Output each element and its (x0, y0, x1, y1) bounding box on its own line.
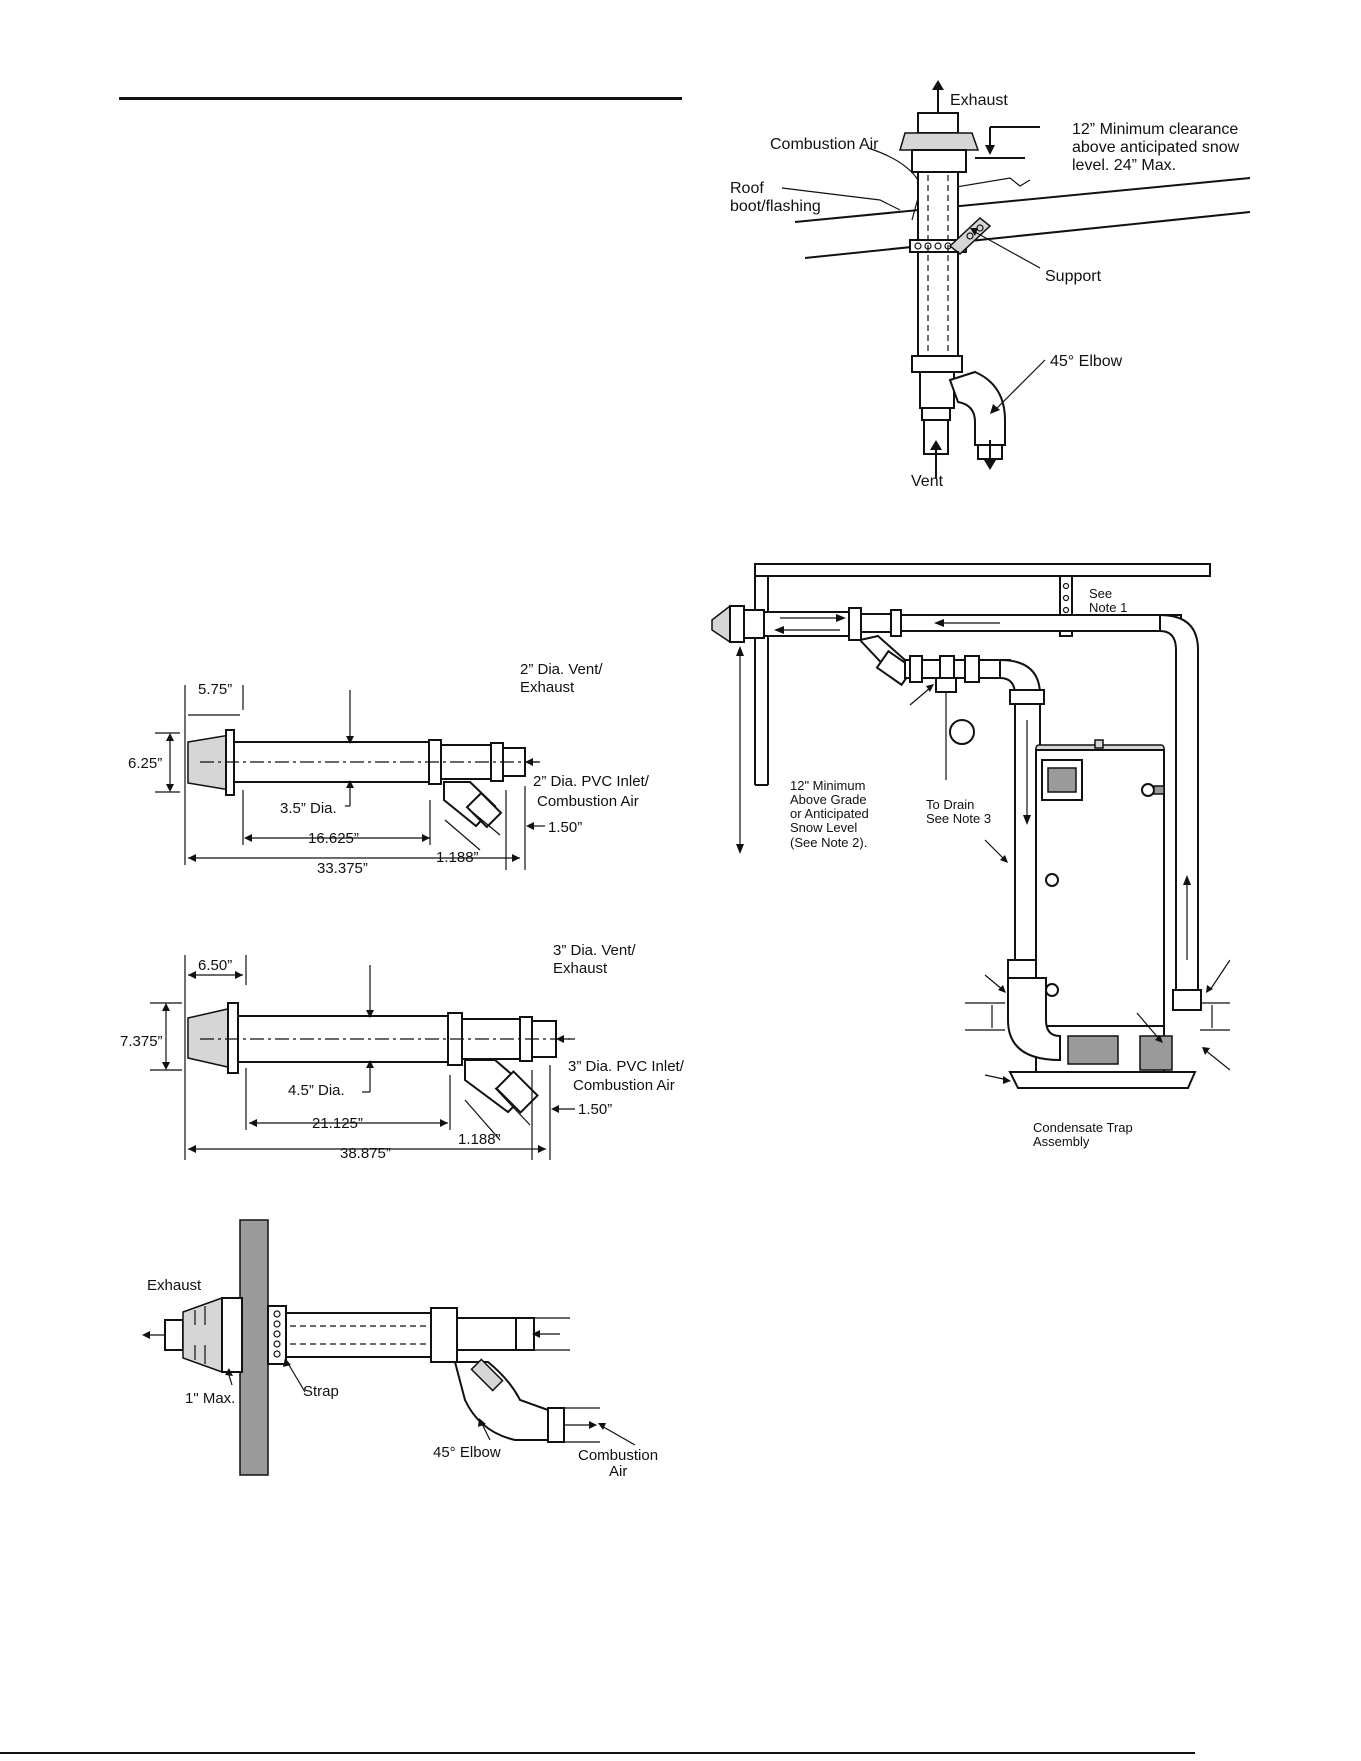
label-2in-pvc-inlet: 2” Dia. PVC Inlet/ (533, 773, 650, 790)
footer-rule (0, 1752, 1195, 1754)
label-1in-max: 1" Max. (185, 1390, 235, 1407)
label-roof: Roof (730, 180, 764, 197)
dim-3-5-dia: 3.5” Dia. (280, 800, 337, 817)
dim-5-75: 5.75” (198, 681, 232, 698)
installation-diagram: See Note 1 12" Minimum Above Grade or An… (711, 563, 1230, 1149)
label-note-1: Note 1 (1089, 600, 1127, 615)
dim-6-25: 6.25” (128, 755, 162, 772)
label-roof-boot: boot/flashing (730, 198, 821, 215)
label-3in-pvc-inlet: 3” Dia. PVC Inlet/ (568, 1058, 685, 1075)
dim-21-125: 21.125” (312, 1115, 363, 1132)
label-see: See (1089, 586, 1112, 601)
label-45-elbow: 45° Elbow (1050, 353, 1123, 370)
label-min-3: or Anticipated (790, 806, 869, 821)
label-exhaust: Exhaust (950, 92, 1008, 109)
label-strap: Strap (303, 1383, 339, 1400)
dim-1-188: 1.188” (436, 849, 479, 866)
label-wall-air: Air (609, 1463, 627, 1480)
label-3in-vent: 3” Dia. Vent/ (553, 942, 636, 959)
label-2in-vent: 2” Dia. Vent/ (520, 661, 603, 678)
dim-7-375: 7.375” (120, 1033, 163, 1050)
label-clearance-3: level. 24” Max. (1072, 157, 1176, 174)
label-2in-combustion-air: Combustion Air (537, 793, 639, 810)
dim-1-188-b: 1.188” (458, 1131, 501, 1148)
kit-2in-diagram: 5.75” 6.25” 2” Dia. Vent/ Exhaust 2” Dia… (128, 661, 650, 877)
label-condensate-trap: Condensate Trap (1033, 1120, 1133, 1135)
label-combustion-air: Combustion Air (770, 136, 879, 153)
label-clearance-2: above anticipated snow (1072, 139, 1240, 156)
wall-termination-diagram: Exhaust 1" Max. Strap 45° Elbow Combusti… (142, 1219, 658, 1480)
dim-1-50: 1.50” (548, 819, 582, 836)
dim-1-50-b: 1.50” (578, 1101, 612, 1118)
label-support: Support (1045, 268, 1102, 285)
label-min-5: (See Note 2). (790, 835, 867, 850)
dim-6-50: 6.50” (198, 957, 232, 974)
header-rule (119, 97, 682, 100)
label-min-1: 12" Minimum (790, 778, 865, 793)
label-min-2: Above Grade (790, 792, 867, 807)
dim-4-5-dia: 4.5” Dia. (288, 1082, 345, 1099)
dim-16-625: 16.625” (308, 830, 359, 847)
label-wall-45-elbow: 45° Elbow (433, 1444, 501, 1461)
label-assembly: Assembly (1033, 1134, 1090, 1149)
label-see-note-3: See Note 3 (926, 811, 991, 826)
label-min-4: Snow Level (790, 820, 857, 835)
label-vent: Vent (911, 473, 944, 490)
label-wall-exhaust: Exhaust (147, 1277, 202, 1294)
dim-33-375: 33.375” (317, 860, 368, 877)
label-3in-combustion-air: Combustion Air (573, 1077, 675, 1094)
label-3in-exhaust: Exhaust (553, 960, 608, 977)
label-2in-exhaust: Exhaust (520, 679, 575, 696)
kit-3in-diagram: 6.50” 7.375” 3” Dia. Vent/ Exhaust 3” Di… (120, 942, 685, 1162)
label-clearance-1: 12” Minimum clearance (1072, 121, 1238, 138)
dim-38-875: 38.875” (340, 1145, 391, 1162)
label-wall-combustion: Combustion (578, 1447, 658, 1464)
label-to-drain: To Drain (926, 797, 974, 812)
roof-vent-diagram: Exhaust Combustion Air Roof boot/flashin… (730, 80, 1251, 490)
